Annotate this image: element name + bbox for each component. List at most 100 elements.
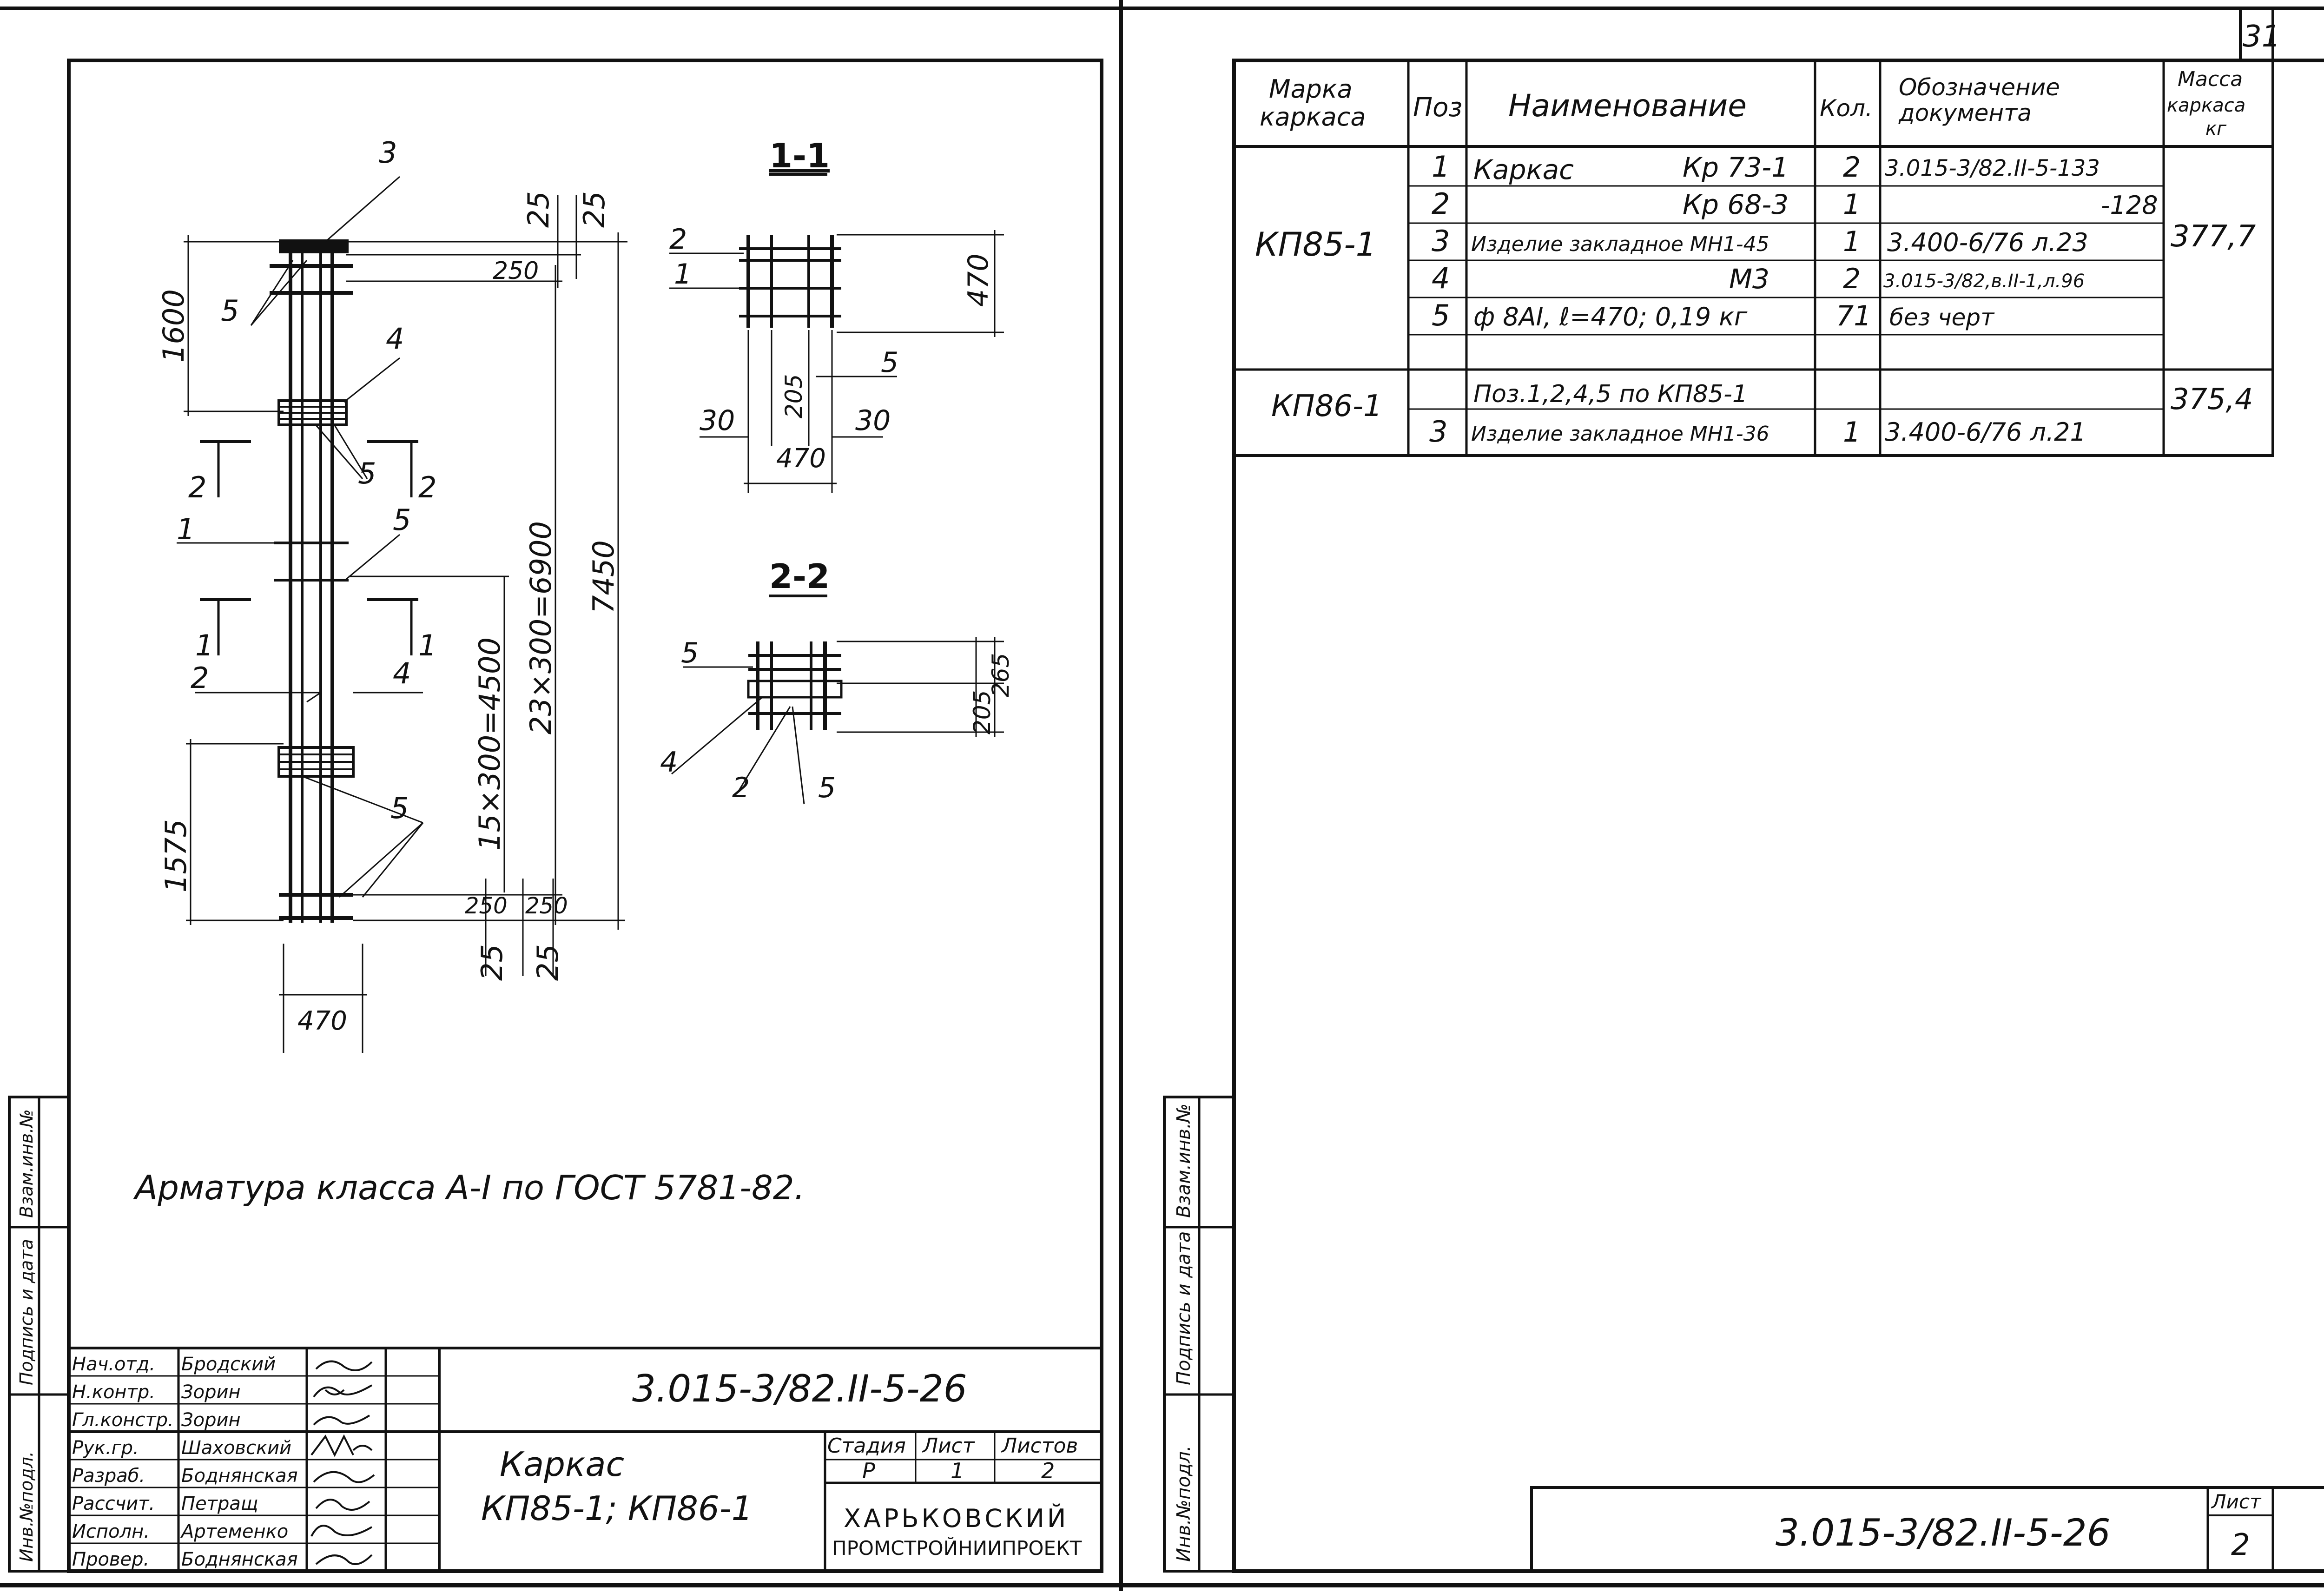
stage-value: Р (862, 1458, 875, 1483)
hdr-mark-1: Марка (1269, 74, 1353, 104)
g1-r5-name: ф 8АI, ℓ=470; 0,19 кг (1473, 302, 1748, 331)
sec2-dim-265: 265 (987, 653, 1014, 697)
sec2-pos-5-b: 5 (818, 772, 836, 804)
section-2-2: 2-2 5 265 205 4 2 5 (660, 557, 1014, 805)
signature-scribbles (310, 1360, 375, 1565)
g1-r1-qty: 2 (1843, 151, 1861, 184)
g1-r1-pos: 1 (1432, 150, 1450, 184)
sec2-dim-205: 205 (969, 690, 996, 734)
g1-r5-pos: 5 (1432, 298, 1450, 332)
g1-r1-doc: 3.015-3/82.II-5-133 (1885, 155, 2100, 181)
g1-r3-name: Изделие закладное МН1-45 (1471, 232, 1769, 256)
pos-1: 1 (177, 512, 195, 546)
g2-r2-name: Изделие закладное МН1-36 (1471, 422, 1769, 446)
reinforcement-note: Арматура класса А-I по ГОСТ 5781-82. (133, 1168, 805, 1207)
right-side-stamps: Инв.№подл. Подпись и дата Взам.инв.№ (1163, 1096, 1235, 1573)
g1-r2-qty: 1 (1843, 188, 1861, 221)
sheets-header: Листов (1001, 1434, 1078, 1458)
g1-r3-doc: 3.400-6/76 л.23 (1887, 228, 2088, 257)
g1-r3-pos: 3 (1432, 224, 1450, 258)
section-1-1-title: 1-1 (769, 136, 830, 175)
sign-role-7: Исполн. (72, 1521, 150, 1542)
left-stamp-1: Инв.№подл. (16, 1451, 37, 1562)
sheets-value: 2 (1041, 1458, 1055, 1483)
dim-1575: 1575 (159, 819, 193, 892)
g2-r2-pos: 3 (1429, 415, 1447, 449)
stage-header: Стадия (827, 1434, 906, 1458)
hdr-doc-1: Обозначение (1899, 74, 2060, 101)
cut-1-left: 1 (195, 628, 213, 662)
left-sheet: Инв.№подл. Подпись и дата Взам.инв.№ (8, 59, 1103, 1573)
dim-250-b: 250 (465, 893, 508, 919)
pos-5-c: 5 (393, 503, 411, 537)
dim-250-c: 250 (525, 893, 568, 919)
sec1-dim-30-b: 30 (855, 404, 891, 437)
dim-25-a: 25 (522, 191, 555, 228)
hdr-mark-2: каркаса (1260, 102, 1366, 132)
sign-name-5: Боднянская (181, 1465, 298, 1487)
hdr-pos: Поз (1413, 93, 1462, 123)
hdr-doc-2: документа (1898, 99, 2032, 126)
pos-2: 2 (191, 661, 209, 695)
hdr-mass-1: Масса (2178, 67, 2243, 91)
dim-470: 470 (297, 1006, 347, 1036)
sign-name-2: Зорин (181, 1381, 241, 1403)
dim-25-b: 25 (577, 191, 611, 228)
left-doc-code: 3.015-3/82.II-5-26 (632, 1367, 967, 1410)
sheet-header: Лист (922, 1434, 975, 1458)
right-stamp-1: Инв.№подл. (1173, 1445, 1195, 1562)
hdr-mass-3: кг (2205, 118, 2227, 139)
sec1-dim-205: 205 (780, 374, 807, 418)
dim-250-top: 250 (493, 257, 539, 285)
g2-r2-doc: 3.400-6/76 л.21 (1885, 417, 2086, 447)
g1-r4-doc: 3.015-3/82,в.II-1,л.96 (1883, 271, 2085, 292)
g2-r2-qty: 1 (1843, 416, 1861, 449)
g1-r2-pos: 2 (1432, 187, 1450, 221)
title-line-1: Каркас (500, 1445, 624, 1484)
title-line-2: КП85-1; КП86-1 (481, 1489, 753, 1528)
cut-1-right: 1 (418, 628, 436, 662)
sign-name-3: Зорин (181, 1409, 241, 1431)
g1-r4-pos: 4 (1432, 261, 1450, 295)
dim-25-c: 25 (475, 944, 509, 981)
right-doc-code: 3.015-3/82.II-5-26 (1776, 1511, 2111, 1554)
group2-mass: 375,4 (2171, 382, 2253, 416)
sign-name-7: Артеменко (180, 1521, 288, 1542)
pos-5-a: 5 (221, 294, 239, 328)
sign-role-4: Рук.гр. (72, 1437, 139, 1459)
dim-6900: 23×300=6900 (524, 521, 558, 734)
spec-table: Марка каркаса Поз Наименование Кол. Обоз… (1233, 59, 2274, 457)
g1-r1-name: Каркас (1473, 154, 1574, 185)
pos-5-d: 5 (390, 791, 409, 825)
cut-2-right: 2 (418, 470, 436, 504)
g1-r2-doc: -128 (2101, 191, 2158, 220)
sign-role-3: Гл.констр. (72, 1409, 174, 1431)
org-line-1: ХАРЬКОВСКИЙ (844, 1504, 1069, 1533)
g1-r4-qty: 2 (1843, 263, 1861, 295)
page-number: 31 (2243, 20, 2280, 54)
section-2-2-title: 2-2 (769, 557, 830, 596)
hdr-qty: Кол. (1820, 95, 1873, 122)
left-stamp-3: Взам.инв.№ (16, 1109, 37, 1218)
right-sheet-label: Лист (2211, 1490, 2262, 1513)
dim-7450: 7450 (587, 540, 621, 614)
pos-5-b: 5 (358, 456, 376, 490)
left-side-stamps: Инв.№подл. Подпись и дата Взам.инв.№ (8, 1096, 70, 1573)
dim-1600: 1600 (157, 289, 191, 363)
sec1-pos-1: 1 (674, 258, 692, 291)
cut-2-left: 2 (188, 470, 206, 504)
group2-mark: КП86-1 (1271, 389, 1382, 423)
right-sheet: 31 Инв.№подл. Подпись и дата Взам.инв.№ (1163, 7, 2324, 1573)
sign-role-8: Провер. (72, 1549, 149, 1570)
sign-name-8: Боднянская (181, 1549, 298, 1570)
group1-mass: 377,7 (2171, 219, 2256, 254)
dim-4500: 15×300=4500 (473, 637, 507, 851)
g1-r5-doc: без черт (1889, 304, 1995, 331)
sec2-pos-4: 4 (660, 746, 678, 779)
sheet-value: 1 (951, 1458, 964, 1483)
sign-name-1: Бродский (181, 1354, 276, 1375)
right-stamp-3: Взам.инв.№ (1173, 1104, 1195, 1218)
sign-role-6: Рассчит. (72, 1493, 155, 1514)
pos-4-b: 4 (393, 656, 411, 690)
